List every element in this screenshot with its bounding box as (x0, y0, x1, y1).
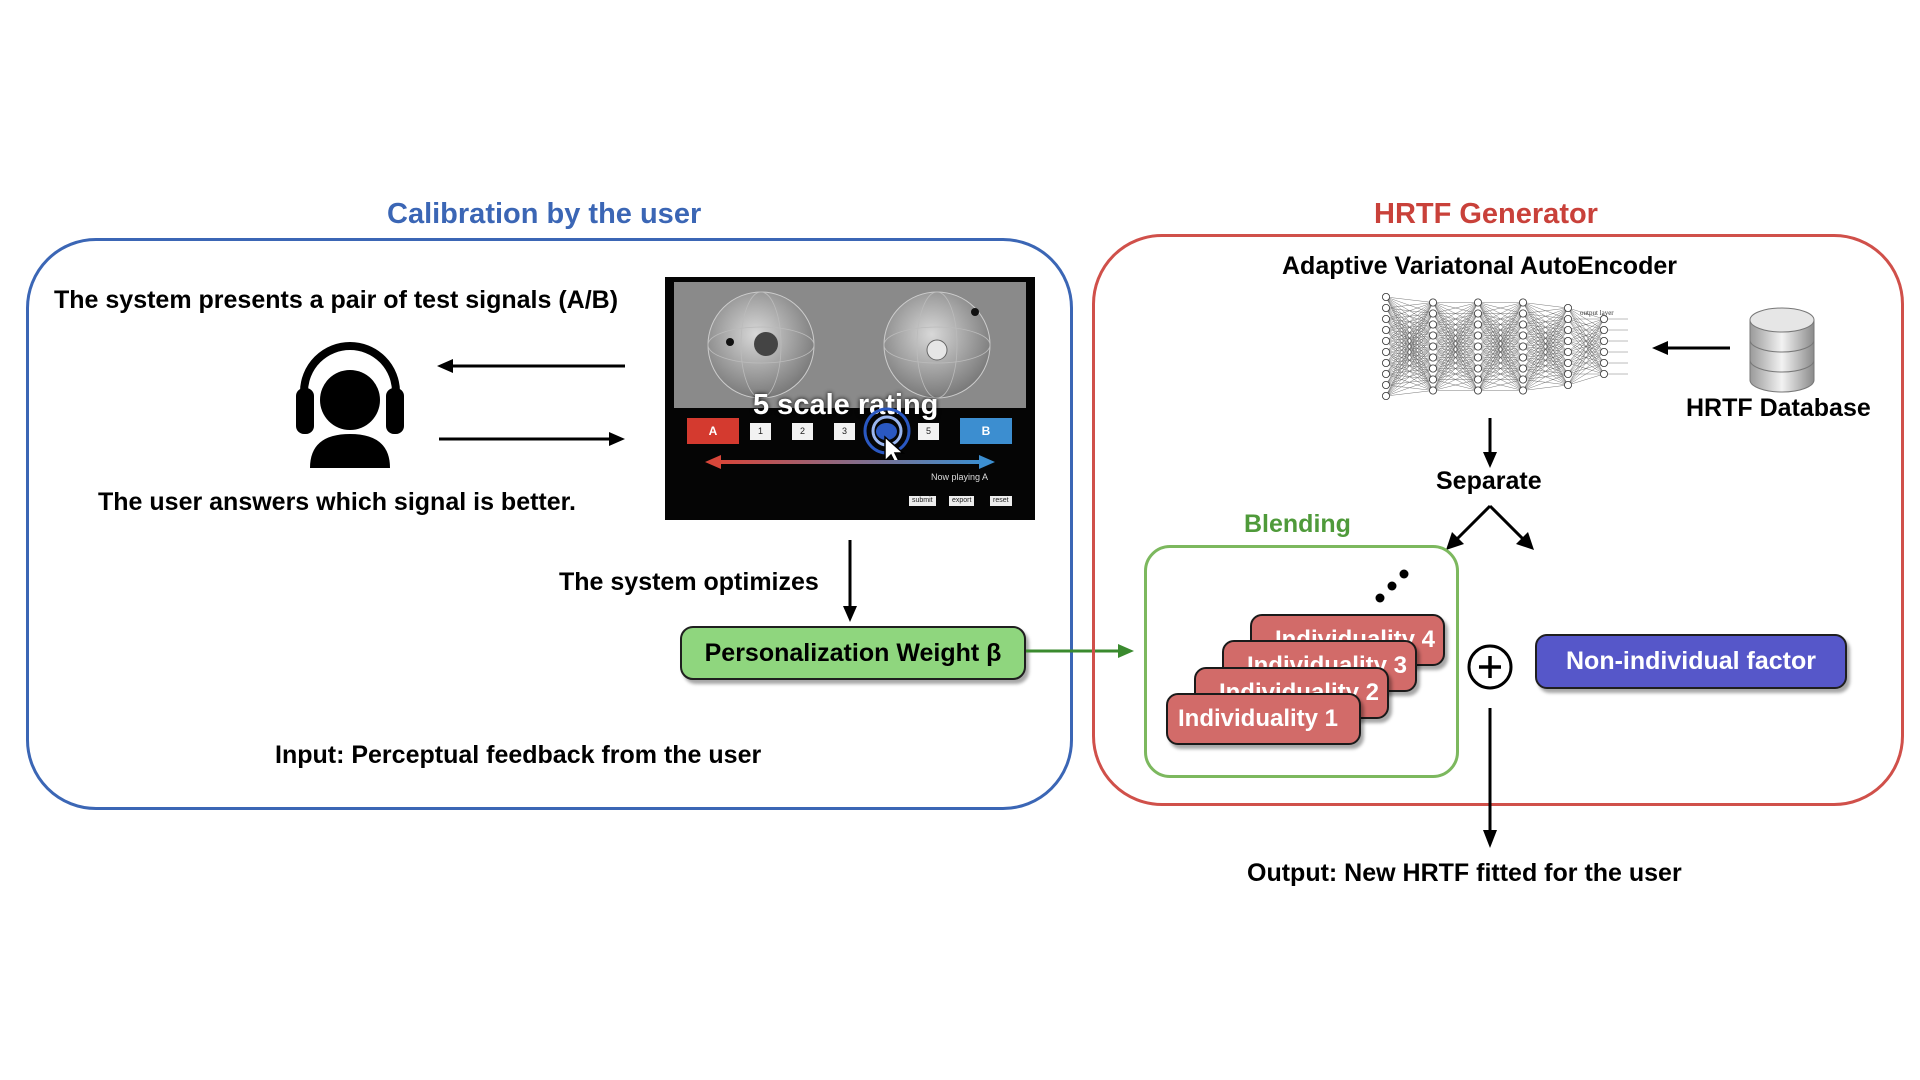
nn-node (1382, 392, 1390, 401)
preference-slider-arrow[interactable] (705, 453, 995, 471)
scale-rating-overlay: 5 scale rating (753, 389, 939, 421)
nn-node (1474, 298, 1483, 307)
output-layer-label: output layer (1580, 309, 1614, 317)
nn-node (1429, 298, 1438, 307)
nn-node (1382, 337, 1390, 346)
nn-node (1518, 375, 1527, 384)
reset-button[interactable]: reset (990, 496, 1012, 506)
neural-network-diagram: output layer (1382, 293, 1628, 401)
nn-node (1382, 381, 1390, 390)
individuality-card-1: Individuality 1 (1166, 693, 1361, 745)
nn-node (1599, 337, 1608, 346)
optimize-arrow-down (843, 540, 857, 622)
nn-node (1429, 353, 1438, 362)
nn-node (1382, 293, 1390, 301)
nn-node (1429, 375, 1438, 384)
nn-node (1474, 320, 1483, 329)
nn-node (1474, 353, 1483, 362)
nn-node (1474, 342, 1483, 351)
non-individual-factor-box: Non-individual factor (1535, 634, 1847, 689)
nn-node (1429, 331, 1438, 340)
nn-node (1518, 342, 1527, 351)
output-hrtf-label: Output: New HRTF fitted for the user (1247, 859, 1682, 887)
headphone-user-icon (296, 342, 404, 468)
user-answers-label: The user answers which signal is better. (98, 488, 576, 516)
plus-icon (1467, 644, 1513, 690)
nn-node (1563, 370, 1572, 379)
nn-node (1599, 370, 1608, 379)
database-to-model-arrow (1652, 341, 1730, 355)
output-arrow-down (1483, 708, 1497, 848)
nn-node (1518, 309, 1527, 318)
nn-node (1563, 337, 1572, 346)
nn-node (1474, 375, 1483, 384)
nn-node (1599, 359, 1608, 368)
nn-node (1474, 364, 1483, 373)
nn-node (1563, 303, 1572, 312)
input-feedback-label: Input: Perceptual feedback from the user (275, 741, 762, 769)
scale-button-3[interactable]: 3 (834, 423, 855, 440)
system-optimizes-label: The system optimizes (559, 568, 819, 596)
nn-node (1382, 370, 1390, 379)
scale-button-2[interactable]: 2 (792, 423, 813, 440)
submit-button[interactable]: submit (909, 496, 936, 506)
blending-title: Blending (1244, 510, 1351, 538)
nn-node (1599, 348, 1608, 357)
blending-box (1144, 545, 1459, 778)
nn-node (1474, 309, 1483, 318)
personalization-weight-box: Personalization Weight β (680, 626, 1026, 680)
separate-label: Separate (1436, 467, 1542, 495)
nn-node (1474, 331, 1483, 340)
nn-node (1563, 348, 1572, 357)
nn-node (1518, 320, 1527, 329)
hrtf-database-label: HRTF Database (1686, 394, 1871, 422)
option-a-button[interactable]: A (687, 418, 739, 444)
nn-node (1382, 303, 1390, 312)
presents-signals-label: The system presents a pair of test signa… (54, 286, 619, 314)
nn-node (1599, 314, 1608, 323)
signal-arrow-left (437, 359, 625, 373)
export-button[interactable]: export (949, 496, 975, 506)
option-b-button[interactable]: B (960, 418, 1012, 444)
database-icon (1749, 307, 1815, 393)
nn-node (1563, 359, 1572, 368)
separate-split-arrows (1446, 504, 1534, 550)
nn-node (1563, 381, 1572, 390)
nn-node (1429, 320, 1438, 329)
sound-visualization-area (674, 282, 1026, 408)
model-to-separate-arrow (1483, 418, 1497, 468)
nn-node (1429, 386, 1438, 395)
nn-node (1474, 386, 1483, 395)
nn-node (1599, 326, 1608, 335)
nn-node (1518, 386, 1527, 395)
nn-node (1429, 342, 1438, 351)
scale-button-1[interactable]: 1 (750, 423, 771, 440)
nn-node (1382, 348, 1390, 357)
nn-node (1518, 298, 1527, 307)
hrtf-generator-panel (1092, 234, 1904, 806)
hrtf-generator-title: HRTF Generator (1374, 198, 1598, 230)
calibration-title: Calibration by the user (387, 198, 702, 230)
hrtf-sphere-graphics (707, 291, 991, 399)
ellipsis-dots-icon (1375, 569, 1409, 603)
now-playing-status: Now playing A (931, 472, 989, 482)
nn-node (1382, 326, 1390, 335)
nn-node (1382, 314, 1390, 323)
nn-node (1563, 314, 1572, 323)
nn-node (1518, 364, 1527, 373)
nn-node (1429, 309, 1438, 318)
vae-model-title: Adaptive Variatonal AutoEncoder (1282, 252, 1677, 280)
nn-node (1518, 331, 1527, 340)
weight-to-blending-arrow (1026, 644, 1134, 658)
nn-node (1429, 364, 1438, 373)
nn-node (1518, 353, 1527, 362)
nn-node (1563, 326, 1572, 335)
answer-arrow-right (439, 432, 625, 446)
rating-app-screenshot: 5 scale rating A 1 2 3 4 5 B Now playing… (665, 277, 1035, 520)
nn-node (1382, 359, 1390, 368)
scale-button-5[interactable]: 5 (918, 423, 939, 440)
calibration-panel (26, 238, 1073, 810)
